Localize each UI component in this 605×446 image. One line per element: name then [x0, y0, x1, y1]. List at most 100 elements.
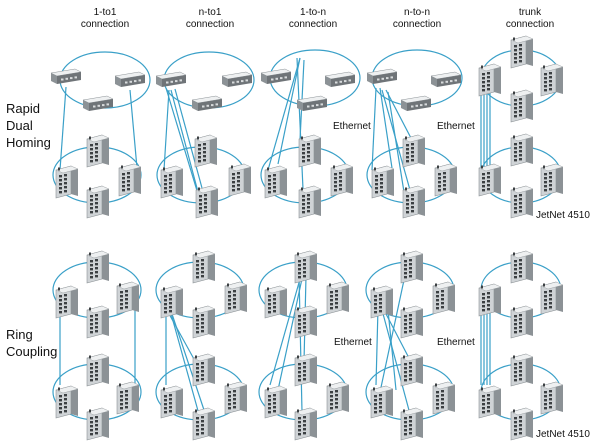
industrial-switch-icon — [264, 165, 288, 199]
industrial-switch-icon — [540, 163, 564, 197]
industrial-switch-icon — [478, 63, 502, 97]
ethernet-switch-icon — [324, 71, 356, 87]
coupling-link — [269, 271, 303, 386]
coupling-link — [375, 307, 379, 386]
column-title-line2: connection — [505, 19, 555, 30]
device-label-bottom-trunk: JetNet 4510 — [536, 429, 590, 440]
coupling-link — [170, 89, 199, 193]
column-title-nton: n-to-n connection — [372, 7, 462, 31]
industrial-switch-icon — [432, 381, 456, 415]
ethernet-switch-icon — [221, 71, 253, 87]
column-title-1ton: 1-to-n connection — [268, 7, 358, 31]
industrial-switch-icon — [326, 281, 350, 315]
industrial-switch-icon — [264, 385, 288, 419]
ethernet-switch-icon — [400, 95, 432, 111]
industrial-switch-icon — [86, 407, 110, 441]
industrial-switch-icon — [540, 381, 564, 415]
column-title-line2: connection — [185, 19, 235, 30]
coupling-link — [379, 279, 405, 393]
column-title-line1: n-to1 — [198, 7, 222, 18]
coupling-link — [379, 87, 393, 169]
row-label-rapid-dual-homing: Rapid Dual Homing — [6, 100, 51, 151]
column-title-line2: connection — [392, 19, 442, 30]
industrial-switch-icon — [402, 185, 426, 219]
ethernet-switch-icon — [296, 95, 328, 111]
column-title-line2: connection — [80, 19, 130, 30]
ethernet-switch-icon — [191, 95, 223, 111]
industrial-switch-icon — [540, 63, 564, 97]
industrial-switch-icon — [192, 305, 216, 339]
industrial-switch-icon — [294, 305, 318, 339]
ethernet-switch-icon — [155, 71, 187, 87]
coupling-link — [296, 57, 304, 190]
industrial-switch-icon — [298, 185, 322, 219]
coupling-link — [165, 87, 202, 205]
ethernet-switch-icon — [114, 71, 146, 87]
row-label-line: Homing — [6, 135, 51, 150]
industrial-switch-icon — [434, 163, 458, 197]
industrial-switch-icon — [478, 283, 502, 317]
industrial-switch-icon — [510, 353, 534, 387]
ethernet-label-bottom-nton: Ethernet — [437, 337, 475, 348]
industrial-switch-icon — [224, 381, 248, 415]
row-label-ring-coupling: Ring Coupling — [6, 326, 57, 360]
column-title-nto1: n-to1 connection — [165, 7, 255, 31]
industrial-switch-icon — [192, 353, 216, 387]
industrial-switch-icon — [478, 385, 502, 419]
industrial-switch-icon — [160, 385, 184, 419]
ethernet-switch-icon — [260, 68, 292, 84]
column-title-line1: trunk — [518, 7, 542, 18]
coupling-link — [163, 89, 170, 171]
industrial-switch-icon — [264, 285, 288, 319]
industrial-switch-icon — [370, 385, 394, 419]
column-title-1to1: 1-to1 connection — [60, 7, 150, 31]
row-label-line: Ring — [6, 327, 33, 342]
industrial-switch-icon — [402, 134, 426, 168]
network-devices — [50, 35, 564, 441]
industrial-switch-icon — [510, 185, 534, 219]
row-label-line: Coupling — [6, 344, 58, 359]
industrial-switch-icon — [194, 134, 218, 168]
ethernet-switch-icon — [50, 68, 82, 84]
ethernet-switch-icon — [366, 68, 398, 84]
ethernet-label-top-nton: Ethernet — [437, 121, 475, 132]
coupling-link — [277, 57, 301, 165]
industrial-switch-icon — [298, 134, 322, 168]
column-title-trunk: trunk connection — [485, 7, 575, 31]
industrial-switch-icon — [294, 407, 318, 441]
industrial-switch-icon — [55, 165, 79, 199]
industrial-switch-icon — [540, 281, 564, 315]
industrial-switch-icon — [86, 353, 110, 387]
row-label-line: Dual — [6, 118, 33, 133]
column-title-line1: 1-to-n — [299, 7, 327, 18]
industrial-switch-icon — [330, 163, 354, 197]
industrial-switch-icon — [228, 163, 252, 197]
coupling-link — [59, 86, 67, 171]
column-title-line2: connection — [288, 19, 338, 30]
column-title-line1: 1-to1 — [93, 7, 117, 18]
coupling-link — [267, 57, 301, 171]
ethernet-label-bottom-1ton: Ethernet — [334, 337, 372, 348]
row-label-line: Rapid — [6, 101, 40, 116]
industrial-switch-icon — [510, 133, 534, 167]
ethernet-label-top-1ton: Ethernet — [333, 121, 371, 132]
industrial-switch-icon — [371, 165, 395, 199]
industrial-switch-icon — [86, 185, 110, 219]
coupling-link — [129, 89, 138, 169]
industrial-switch-icon — [55, 385, 79, 419]
coupling-link — [298, 273, 303, 413]
industrial-switch-icon — [510, 305, 534, 339]
coupling-link — [174, 88, 203, 189]
industrial-switch-icon — [370, 285, 394, 319]
industrial-switch-icon — [510, 35, 534, 69]
industrial-switch-icon — [224, 281, 248, 315]
industrial-switch-icon — [510, 407, 534, 441]
industrial-switch-icon — [160, 285, 184, 319]
industrial-switch-icon — [116, 381, 140, 415]
industrial-switch-icon — [510, 250, 534, 284]
industrial-switch-icon — [116, 281, 140, 315]
industrial-switch-icon — [294, 250, 318, 284]
coupling-link — [169, 309, 201, 419]
coupling-link — [371, 87, 377, 171]
